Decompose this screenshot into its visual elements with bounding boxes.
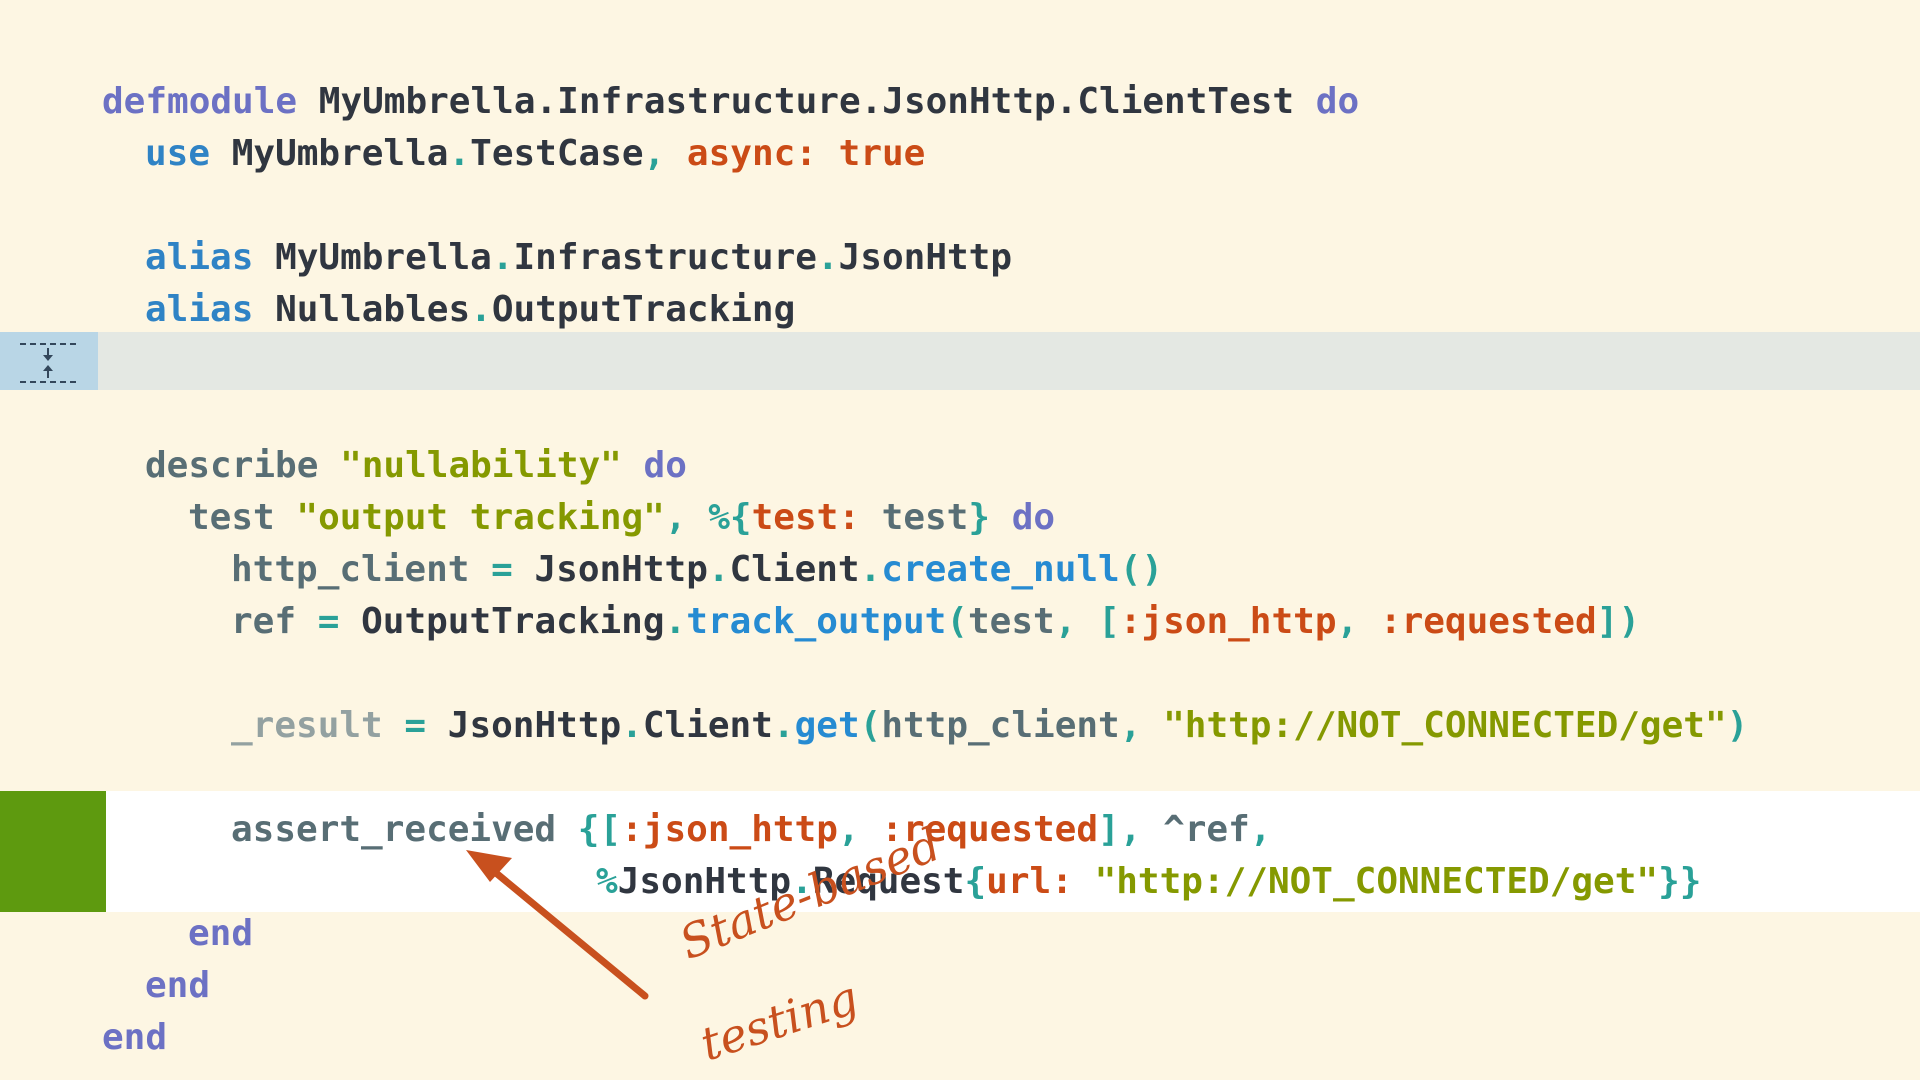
keyword: end (145, 965, 211, 1006)
module-name: JsonHttp (838, 237, 1013, 278)
code-line-17: end (0, 908, 253, 960)
keyword: do (1315, 81, 1360, 122)
operator: = (491, 549, 513, 590)
code-line-4: alias MyUmbrella.Infrastructure.JsonHttp (145, 237, 1013, 278)
highlight-marker (0, 791, 106, 912)
code-line-8: describe "nullability" do (0, 440, 687, 492)
code-line-11: ref = OutputTracking.track_output(test, … (231, 601, 1640, 642)
keyword: end (102, 1017, 168, 1058)
atom: :json_http (621, 809, 838, 850)
operator: = (317, 601, 340, 642)
map-close: } (968, 497, 991, 538)
code-line-1: defmodule MyUmbrella.Infrastructure.Json… (0, 76, 1359, 128)
module-name: JsonHttp (447, 705, 622, 746)
map-key: url: (986, 861, 1073, 902)
option-value: true (838, 133, 926, 174)
pinned-variable: ^ref (1163, 809, 1250, 850)
argument: test (968, 601, 1055, 642)
module-name: MyUmbrella.Infrastructure.JsonHttp.Clien… (318, 81, 1295, 122)
keyword: alias (145, 237, 254, 278)
code-line-19: end (0, 1012, 167, 1064)
map-open: %{ (708, 497, 752, 538)
keyword: defmodule (102, 81, 298, 122)
string-literal: "output tracking" (296, 497, 665, 538)
code-line-5: alias Nullables.OutputTracking (145, 289, 796, 330)
module-name: JsonHttp (534, 549, 708, 590)
code-line-16: %JsonHttp.Request{url: "http://NOT_CONNE… (596, 861, 1702, 902)
module-name: Request (812, 861, 965, 902)
map-key: test: (751, 497, 860, 538)
function-call: create_null (881, 549, 1120, 590)
module-name: Nullables (275, 289, 471, 330)
keyword: do (643, 445, 687, 486)
fold-expand-icon[interactable] (0, 332, 98, 390)
module-name: MyUmbrella (231, 133, 449, 174)
folded-region-band (0, 332, 1920, 390)
keyword: end (188, 913, 254, 954)
argument: http_client (881, 705, 1120, 746)
atom: :json_http (1119, 601, 1337, 642)
string-literal: "http://NOT_CONNECTED/get" (1094, 861, 1659, 902)
function-name: test (188, 497, 275, 538)
code-line-9: test "output tracking", %{test: test} do (188, 497, 1056, 538)
module-name: JsonHttp (617, 861, 792, 902)
function-name: assert_received (231, 809, 557, 850)
function-call: get (794, 705, 860, 746)
code-line-15: assert_received {[:json_http, :requested… (231, 809, 1272, 850)
module-name: Infrastructure (513, 237, 817, 278)
operator: = (404, 705, 427, 746)
keyword: alias (145, 289, 254, 330)
string-literal: "http://NOT_CONNECTED/get" (1163, 705, 1727, 746)
parens: () (1119, 549, 1164, 590)
atom: :requested (881, 809, 1099, 850)
atom: :requested (1379, 601, 1597, 642)
code-line-13: _result = JsonHttp.Client.get(http_clien… (231, 705, 1749, 746)
code-line-2: use MyUmbrella.TestCase, async: true (145, 133, 926, 174)
variable: ref (231, 601, 297, 642)
module-name: MyUmbrella (275, 237, 492, 278)
code-line-18: end (0, 960, 210, 1012)
highlighted-lines-band (0, 791, 1920, 912)
module-name: OutputTracking (491, 289, 796, 330)
function-call: track_output (686, 601, 947, 642)
module-name: OutputTracking (361, 601, 665, 642)
module-name: Client (729, 549, 860, 590)
module-name: Client (642, 705, 773, 746)
keyword: use (145, 133, 211, 174)
variable: _result (231, 705, 383, 746)
module-name: TestCase (470, 133, 644, 174)
keyword: do (1011, 497, 1056, 538)
variable: test (881, 497, 969, 538)
option-key: async: (686, 133, 817, 174)
string-literal: "nullability" (340, 445, 622, 486)
variable: http_client (231, 549, 470, 590)
function-name: describe (145, 445, 319, 486)
code-line-10: http_client = JsonHttp.Client.create_nul… (231, 549, 1164, 590)
